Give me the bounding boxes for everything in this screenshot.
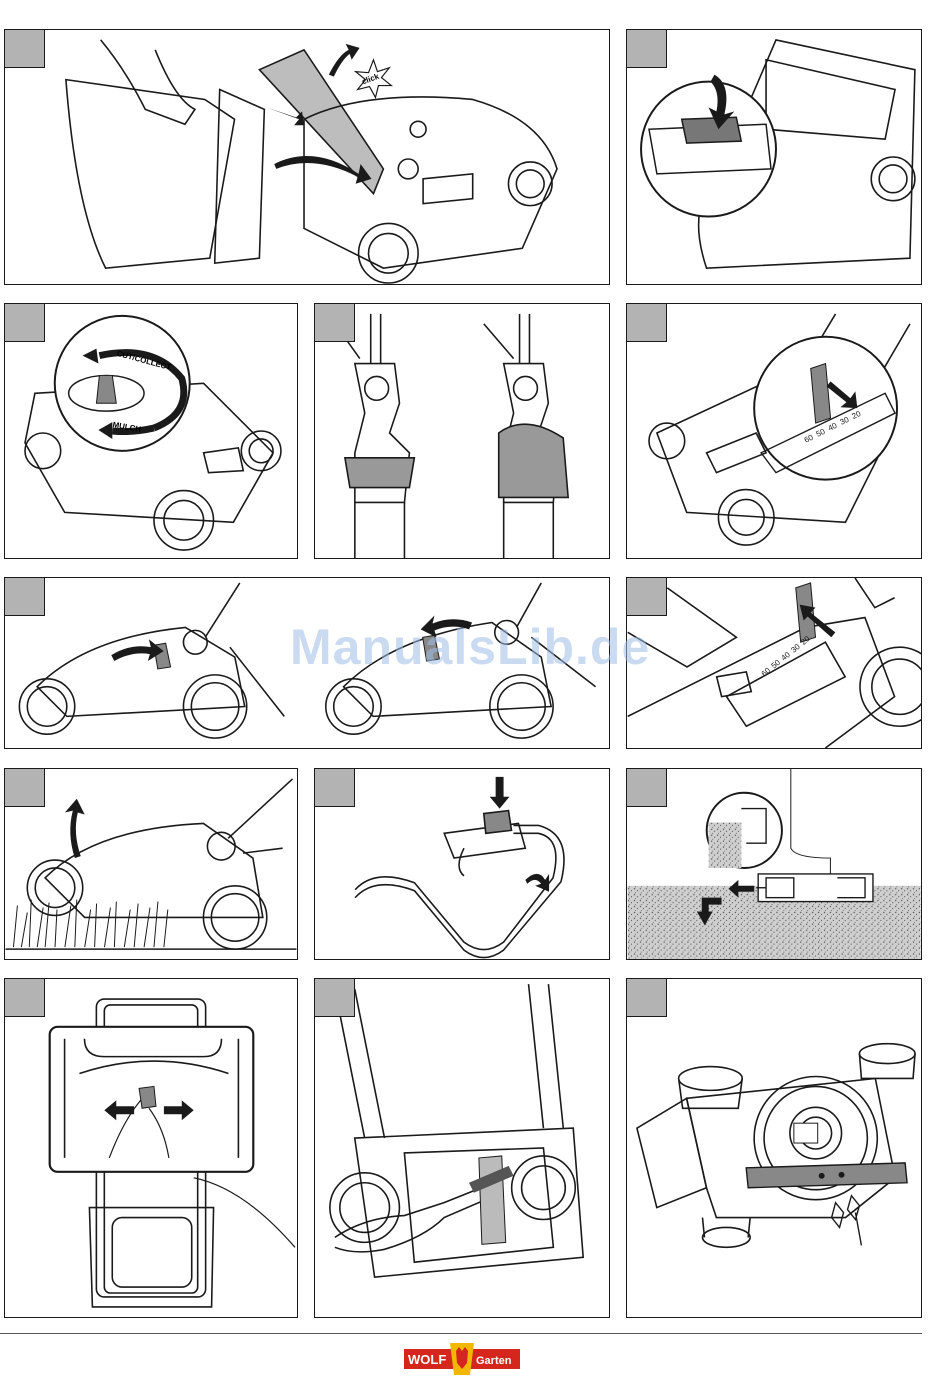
step-number-box: [627, 304, 667, 342]
step-number-box: [5, 30, 45, 68]
height-scale-30: 30: [789, 642, 802, 655]
panel-cable-relief: [4, 978, 298, 1318]
logo-text-right: Garten: [476, 1355, 512, 1367]
watermark-text: ManualsLib.de: [290, 618, 650, 676]
panel-mode-switch: CUT/COLLECT MULCH: [4, 303, 298, 559]
illustration-cable-relief: [5, 979, 297, 1317]
illustration-cable-routing: [627, 769, 921, 959]
step-number-box: [5, 304, 45, 342]
height-scale-60: 60: [760, 665, 773, 678]
step-number-box: [315, 304, 355, 342]
illustration-lever-closeup: 60 50 40 30 20: [627, 578, 921, 748]
footer-divider: [0, 1333, 922, 1334]
panel-height-adjust: 60 50 40 30 20: [626, 303, 922, 559]
panel-bag-attach: click: [4, 29, 610, 285]
logo-text-left: WOLF: [408, 1352, 446, 1367]
step-number-box: [315, 769, 355, 807]
step-number-box: [627, 769, 667, 807]
panel-tilt-start: [4, 768, 298, 960]
panel-lever-closeup: 60 50 40 30 20: [626, 577, 922, 749]
illustration-bag-attach: click: [5, 30, 609, 284]
panel-cable-routing: [626, 768, 922, 960]
panel-blade-change: [626, 978, 922, 1318]
illustration-height-adjust: 60 50 40 30 20: [627, 304, 921, 558]
panel-handle-clamp: [314, 303, 610, 559]
illustration-blade-change: [627, 979, 921, 1317]
step-number-box: [627, 979, 667, 1017]
step-number-box: [315, 979, 355, 1017]
panel-cleaning: [314, 978, 610, 1318]
step-number-box: [627, 578, 667, 616]
illustration-tilt-start: [5, 769, 297, 959]
step-number-box: [5, 979, 45, 1017]
panel-fill-indicator: [626, 29, 922, 285]
illustration-mode-switch: CUT/COLLECT MULCH: [5, 304, 297, 558]
height-scale-50: 50: [770, 658, 783, 671]
step-number-box: [5, 578, 45, 616]
step-number-box: [627, 30, 667, 68]
wolf-garten-logo: WOLF Garten: [404, 1341, 520, 1375]
illustration-cleaning: [315, 979, 609, 1317]
illustration-handle-clamp: [315, 304, 609, 558]
step-number-box: [5, 769, 45, 807]
panel-handle-switch: [314, 768, 610, 960]
illustration-handle-switch: [315, 769, 609, 959]
illustration-fill-indicator: [627, 30, 921, 284]
